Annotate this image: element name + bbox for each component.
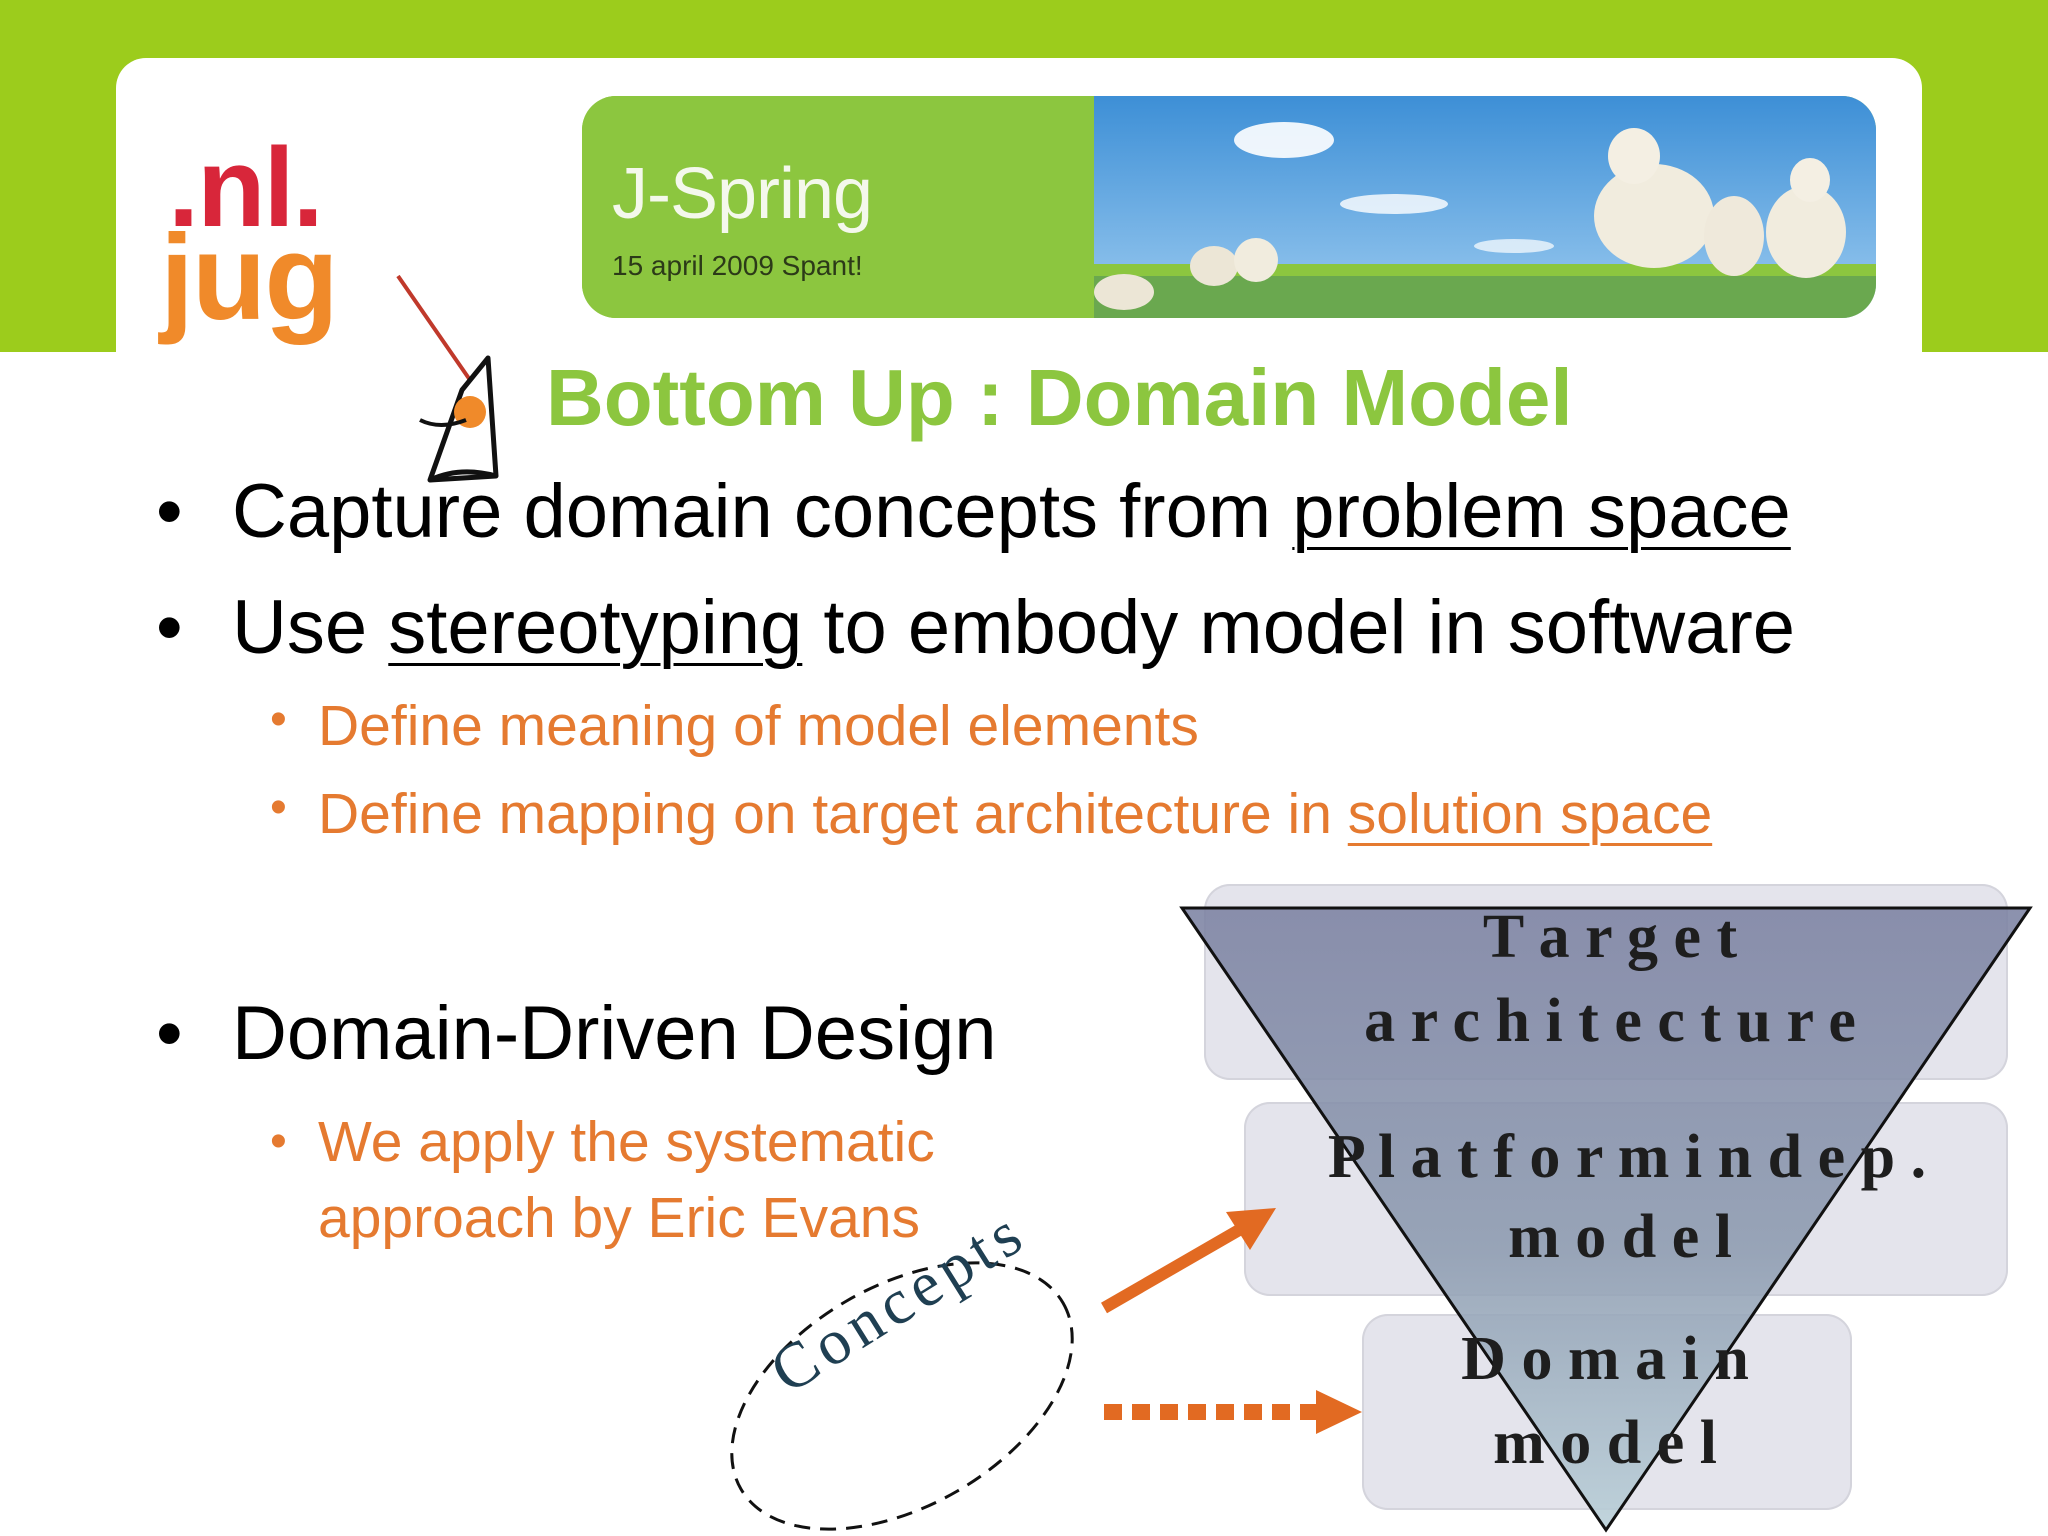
sub-bullet-text: Define mapping on target architecture in (318, 782, 1348, 846)
bullet-dot: • (156, 991, 183, 1076)
bullet-text: Domain-Driven Design (232, 991, 997, 1076)
bullet-text: Capture domain concepts from (232, 469, 1293, 554)
sub-bullet-dot: • (270, 693, 287, 746)
problem-space-link[interactable]: problem space (1292, 469, 1791, 554)
solution-space-link[interactable]: solution space (1347, 782, 1713, 846)
sub-bullet-eric-evans: • We apply the systematic approach by Eric… (270, 1104, 935, 1256)
sub-bullet-define-meaning: • Define meaning of model elements (270, 696, 1199, 755)
banner-subtitle: 15 april 2009 Spant! (612, 250, 863, 281)
domain-label-line1: D o m a i n (1461, 1325, 1749, 1393)
target-label-line2: a r c h i t e c t u r e (1364, 987, 1856, 1055)
logo-nl-text: .nl. (168, 125, 324, 250)
platform-label-line2: m o d e l (1508, 1203, 1732, 1271)
domain-label-line2: m o d e l (1493, 1409, 1717, 1477)
bullet-stereotyping: •Use stereotyping to embody model in sof… (156, 590, 1795, 666)
nljug-logo: .nl. jug (160, 132, 530, 483)
bullet-text: Use (232, 585, 389, 670)
bullet-text: to embody model in software (802, 585, 1796, 670)
sub-bullet-dot: • (270, 1115, 287, 1168)
banner-text-panel: J-Spring 15 april 2009 Spant! (582, 96, 1094, 318)
sub-bullet-define-mapping: • Define mapping on target architecture i… (270, 784, 1712, 843)
slide-title: Bottom Up : Domain Model (546, 353, 1573, 442)
sub-bullet-text-line1: We apply the systematic (318, 1110, 935, 1174)
target-label-line1: T a r g e t (1482, 903, 1738, 971)
sub-bullet-dot: • (270, 781, 287, 834)
logo-jug-text: jug (160, 209, 339, 345)
banner-title: J-Spring (612, 154, 873, 234)
sub-bullet-text: Define meaning of model elements (318, 694, 1199, 758)
bullet-domain-driven-design: •Domain-Driven Design (156, 996, 997, 1072)
sub-bullet-text-line2: approach by Eric Evans (318, 1186, 920, 1250)
stereotyping-link[interactable]: stereotyping (388, 585, 803, 670)
bullet-capture-concepts: •Capture domain concepts from problem sp… (156, 474, 1791, 550)
bullet-dot: • (156, 585, 183, 670)
bullet-dot: • (156, 469, 183, 554)
sheep-photo-image (1094, 96, 1876, 318)
platform-label-line1: P l a t f o r m i n d e p . (1327, 1123, 1927, 1191)
duke-mascot-icon (396, 274, 499, 483)
event-banner: J-Spring 15 april 2009 Spant! (582, 96, 1876, 318)
